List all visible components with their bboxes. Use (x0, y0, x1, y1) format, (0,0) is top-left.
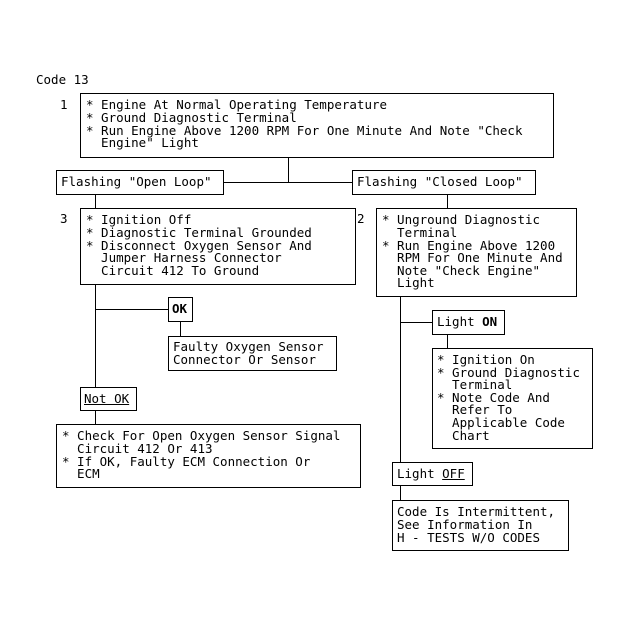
ok-label: OK (172, 301, 188, 316)
step-3-line: Jumper Harness Connector (86, 250, 282, 265)
connector-line (224, 182, 352, 183)
step-3-line: Circuit 412 To Ground (86, 263, 260, 278)
check-open-line: ECM (62, 466, 100, 481)
intermittent-line: Code Is Intermittent, (397, 504, 556, 519)
ignition-on-line: Terminal (437, 377, 513, 392)
step-2-line: * Run Engine Above 1200 (382, 238, 556, 253)
check-open-line: * Check For Open Oxygen Sensor Signal (62, 428, 341, 443)
check-open-line: Circuit 412 Or 413 (62, 441, 213, 456)
step-1-number: 1 (60, 97, 68, 112)
ignition-on-line: * Note Code And (437, 390, 550, 405)
ignition-on-line: Applicable Code (437, 415, 565, 430)
check-open-line: * If OK, Faulty ECM Connection Or (62, 454, 311, 469)
not-ok-box: Not OK (80, 387, 137, 411)
connector-line (447, 195, 448, 208)
ignition-on-line: * Ignition On (437, 352, 535, 367)
connector-line (288, 158, 289, 183)
step-1-line: * Engine At Normal Operating Temperature (86, 97, 388, 112)
light-on-word: ON (482, 314, 498, 329)
check-open-box: * Check For Open Oxygen Sensor Signal Ci… (56, 424, 361, 488)
closed-loop-box: Flashing "Closed Loop" (352, 170, 536, 195)
diagram-title: Code 13 (36, 72, 89, 87)
closed-loop-label: Flashing "Closed Loop" (357, 174, 523, 189)
step-3-line: * Disconnect Oxygen Sensor And (86, 238, 312, 253)
step-3-line: * Diagnostic Terminal Grounded (86, 225, 312, 240)
connector-line (95, 411, 96, 424)
light-on-box: Light ON (432, 310, 505, 335)
faulty-sensor-line: Connector Or Sensor (173, 352, 316, 367)
ignition-on-box: * Ignition On * Ground Diagnostic Termin… (432, 348, 593, 449)
light-on-label: Light ON (437, 314, 498, 329)
step-2-line: Terminal (382, 225, 458, 240)
connector-line (400, 486, 401, 500)
faulty-sensor-box: Faulty Oxygen Sensor Connector Or Sensor (168, 336, 337, 371)
connector-line (95, 309, 168, 310)
step-3-line: * Ignition Off (86, 212, 192, 227)
ignition-on-line: Refer To (437, 402, 513, 417)
ignition-on-line: * Ground Diagnostic (437, 365, 580, 380)
step-2-number: 2 (357, 211, 365, 226)
step-3-box: * Ignition Off * Diagnostic Terminal Gro… (80, 208, 356, 285)
step-1-line: Engine" Light (86, 135, 199, 150)
step-1-line: * Run Engine Above 1200 RPM For One Minu… (86, 123, 523, 138)
intermittent-line: H - TESTS W/O CODES (397, 530, 540, 545)
ignition-on-line: Chart (437, 428, 490, 443)
open-loop-label: Flashing "Open Loop" (61, 174, 212, 189)
step-1-box: * Engine At Normal Operating Temperature… (80, 93, 554, 158)
step-2-box: * Unground Diagnostic Terminal * Run Eng… (376, 208, 577, 297)
step-2-line: Light (382, 275, 435, 290)
light-off-box: Light OFF (392, 462, 473, 486)
faulty-sensor-line: Faulty Oxygen Sensor (173, 339, 324, 354)
ok-box: OK (168, 297, 193, 322)
connector-line (180, 322, 181, 336)
open-loop-box: Flashing "Open Loop" (56, 170, 224, 195)
light-off-label: Light OFF (397, 466, 465, 481)
connector-line (95, 285, 96, 387)
connector-line (400, 322, 432, 323)
step-3-number: 3 (60, 211, 68, 226)
step-2-line: * Unground Diagnostic (382, 212, 541, 227)
connector-line (447, 335, 448, 348)
step-2-line: Note "Check Engine" (382, 263, 541, 278)
step-2-line: RPM For One Minute And (382, 250, 563, 265)
intermittent-box: Code Is Intermittent, See Information In… (392, 500, 569, 551)
step-1-line: * Ground Diagnostic Terminal (86, 110, 297, 125)
light-off-word: OFF (442, 466, 465, 481)
connector-line (400, 297, 401, 462)
intermittent-line: See Information In (397, 517, 533, 532)
connector-line (95, 195, 96, 208)
light-off-prefix: Light (397, 466, 443, 481)
not-ok-label: Not OK (84, 391, 130, 406)
light-on-prefix: Light (437, 314, 483, 329)
